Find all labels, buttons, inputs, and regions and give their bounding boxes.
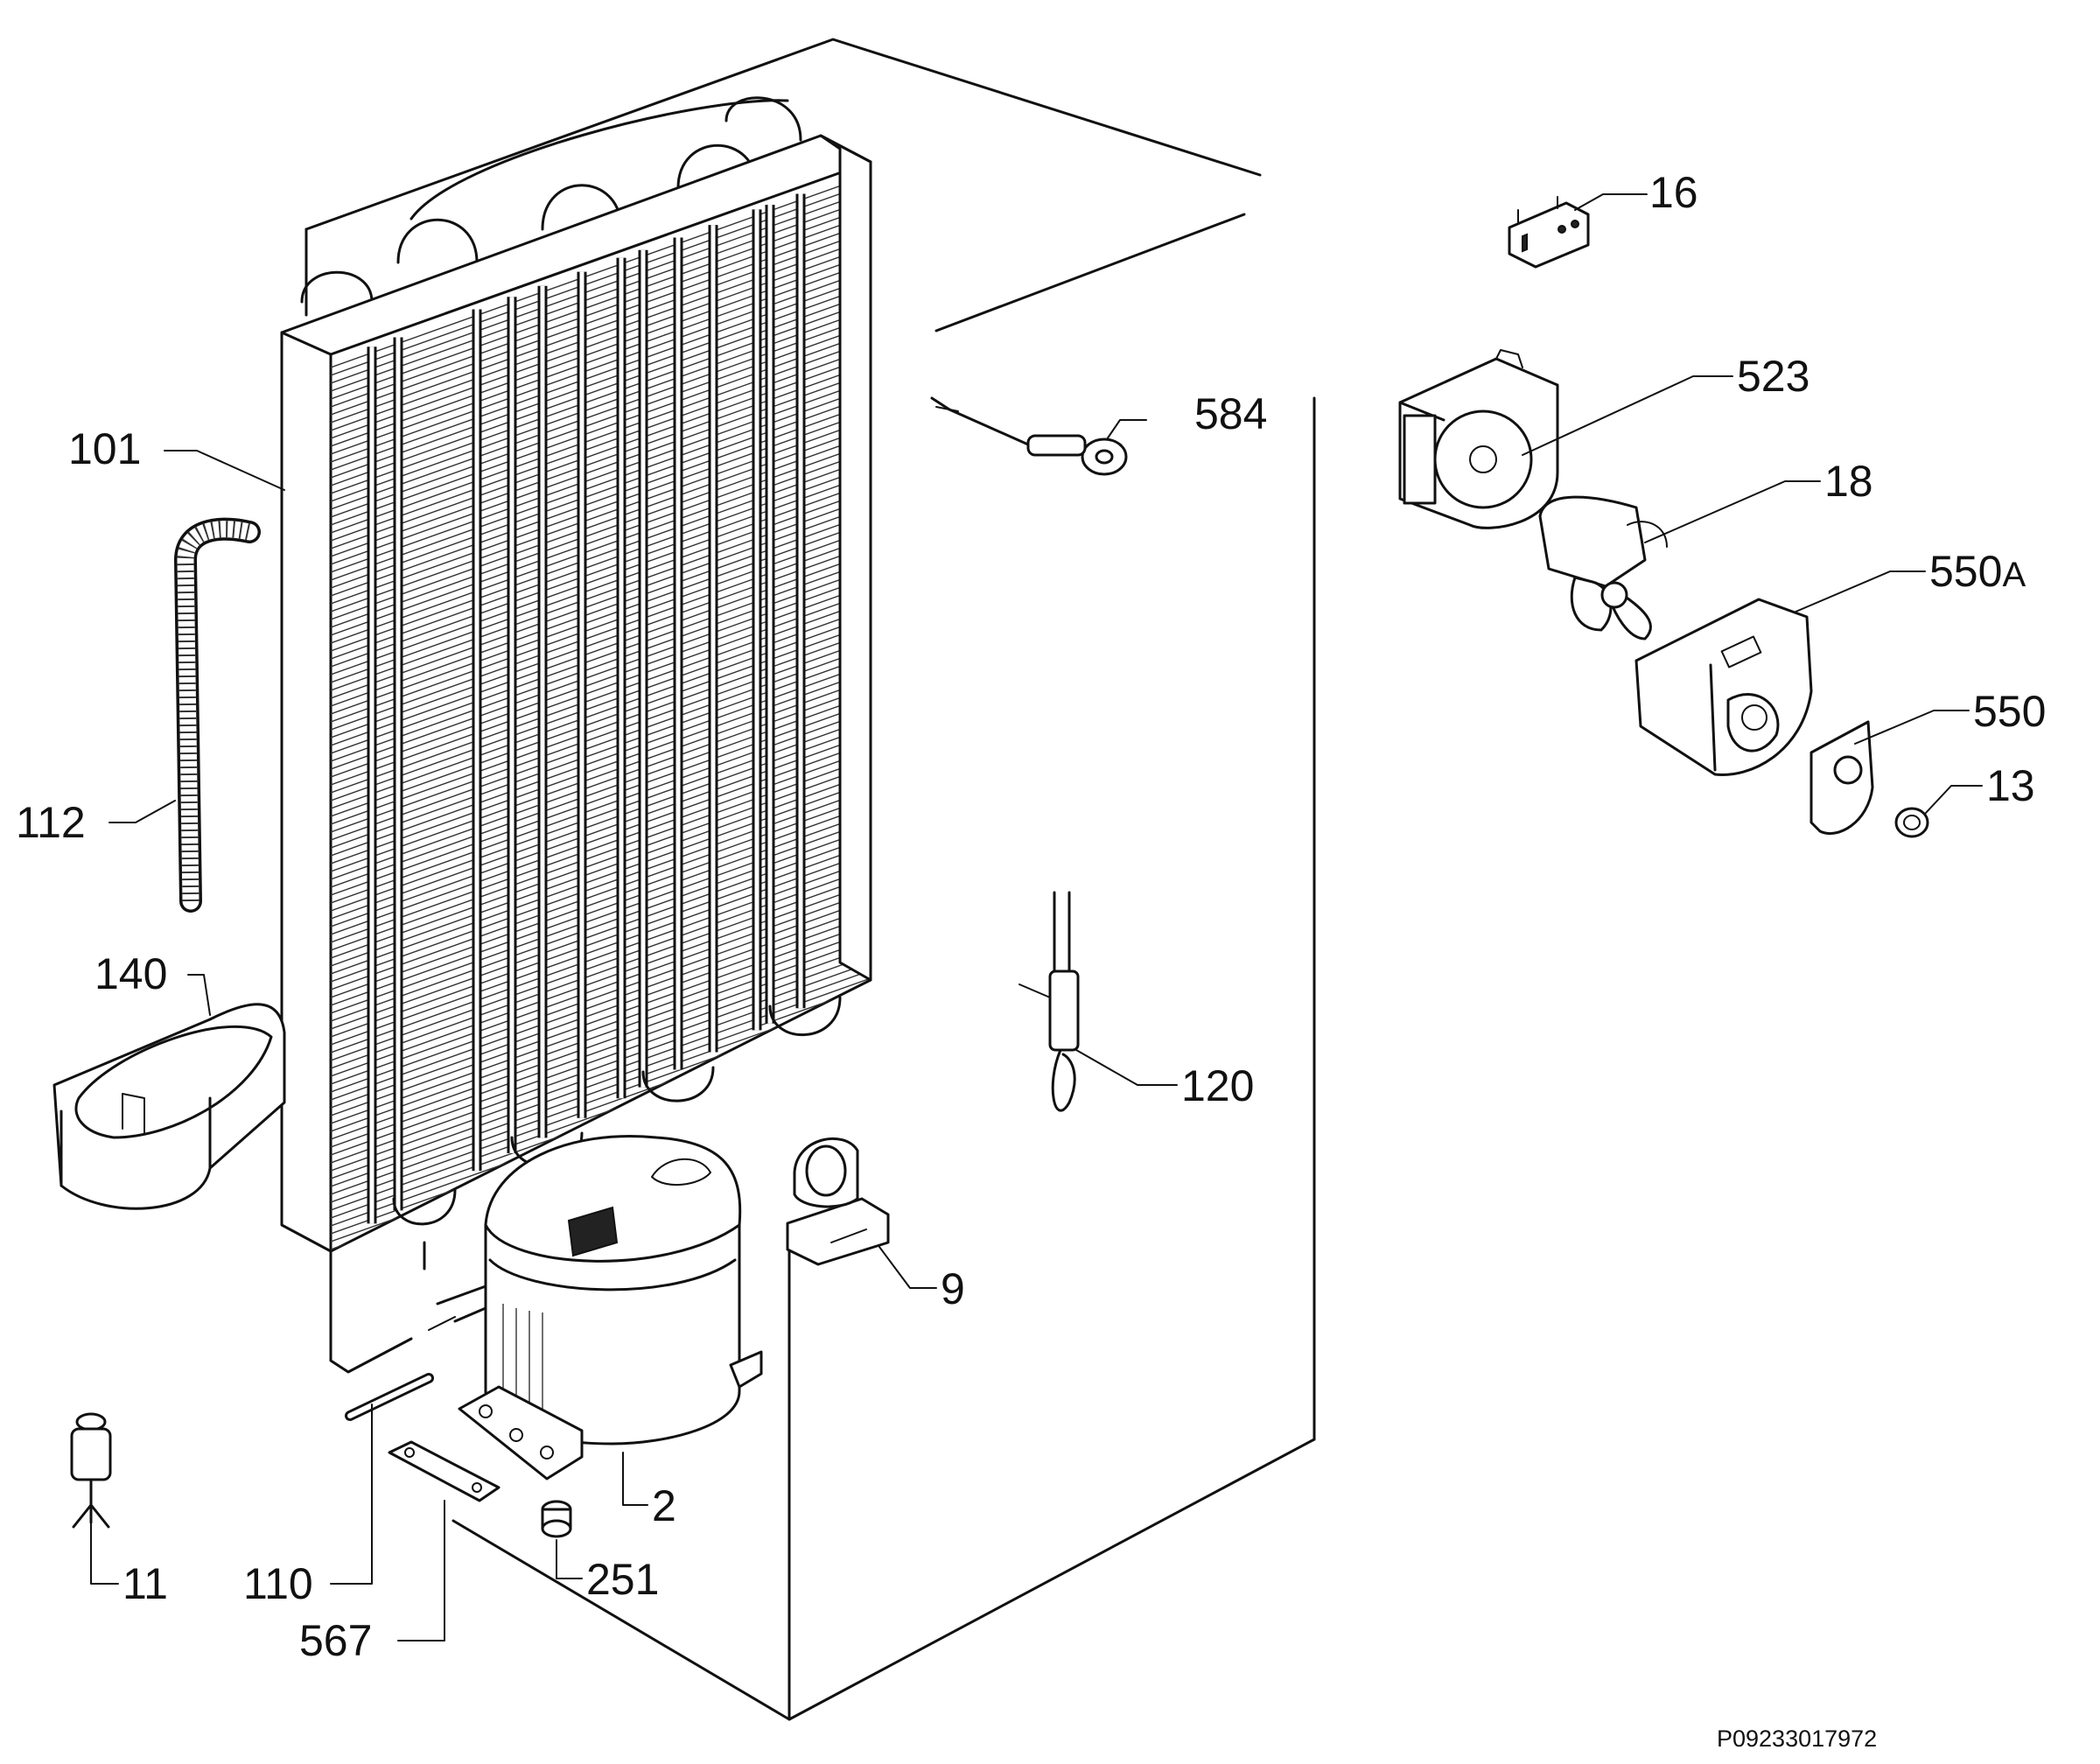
lamp-housing [1634, 598, 1813, 777]
thermostat-sensor [1018, 891, 1080, 1112]
mounting-plate [388, 1440, 500, 1502]
drier-tube [345, 1373, 434, 1421]
label-523: 523 [1737, 352, 1810, 401]
switch [1508, 196, 1590, 269]
label-251: 251 [586, 1555, 659, 1604]
fan-motor [1538, 495, 1668, 640]
label-140: 140 [94, 949, 167, 998]
drain-hose [173, 517, 261, 913]
label-18: 18 [1824, 457, 1873, 506]
label-567: 567 [299, 1616, 372, 1665]
label-13: 13 [1986, 761, 2035, 810]
label-11: 11 [122, 1559, 168, 1608]
fan-housing [1398, 349, 1559, 529]
ground-cable [930, 396, 1128, 476]
grommet [541, 1500, 572, 1538]
reference-code: P09233017972 [1717, 1726, 1877, 1752]
label-110: 110 [243, 1559, 313, 1608]
label-112: 112 [16, 798, 86, 847]
lamp-cover [1810, 720, 1874, 836]
label-584: 584 [1194, 389, 1267, 438]
drip-tray [52, 1003, 286, 1210]
label-16: 16 [1649, 168, 1698, 217]
part-labels: 16 523 584 101 18 550A 550 13 112 140 12… [16, 168, 2046, 1752]
label-9: 9 [941, 1264, 965, 1313]
compressor [436, 1135, 763, 1480]
label-550a: 550A [1929, 547, 2026, 596]
cabinet-outline [304, 38, 1316, 1721]
lamp-bulb [1894, 807, 1929, 838]
label-120: 120 [1181, 1061, 1254, 1110]
valve-part [70, 1412, 112, 1529]
label-550: 550 [1973, 687, 2046, 736]
label-101: 101 [68, 424, 141, 473]
leader-lines [90, 193, 1983, 1642]
relay-holder [786, 1137, 890, 1266]
label-2: 2 [652, 1481, 676, 1530]
